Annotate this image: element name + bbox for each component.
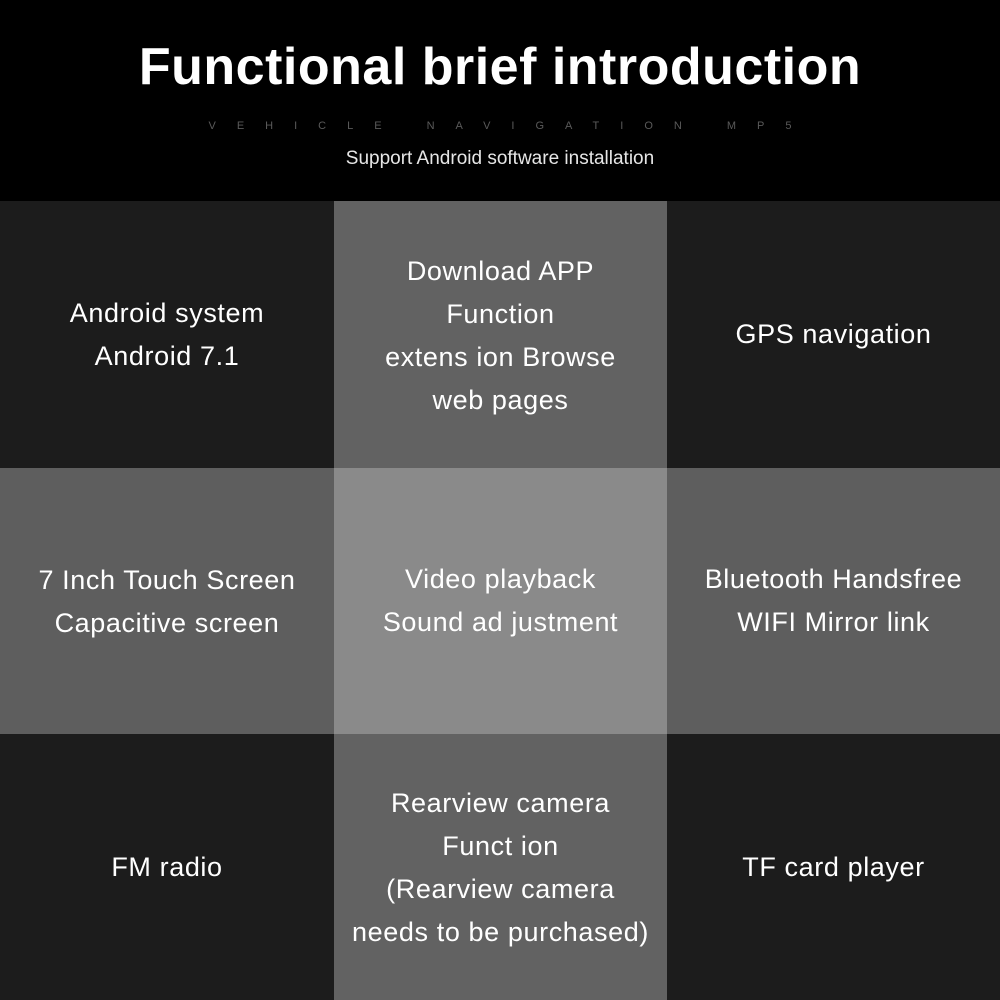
feature-cell-bluetooth: Bluetooth Handsfree WIFI Mirror link xyxy=(667,468,1000,734)
feature-label: Video playback Sound ad justment xyxy=(382,564,619,637)
feature-cell-gps-navigation: GPS navigation xyxy=(667,201,1000,468)
feature-cell-video-playback: Video playback Sound ad justment xyxy=(334,468,667,734)
feature-label: FM radio xyxy=(111,851,223,882)
feature-label: 7 Inch Touch Screen Capacitive screen xyxy=(38,565,296,638)
feature-label: Bluetooth Handsfree WIFI Mirror link xyxy=(704,564,963,637)
feature-cell-android-system: Android system Android 7.1 xyxy=(0,201,334,468)
feature-grid: Android system Android 7.1 Download APP … xyxy=(0,201,1000,1000)
subtitle: Support Android software installation xyxy=(345,148,655,169)
page-title: Functional brief introduction xyxy=(138,38,862,96)
feature-cell-fm-radio: FM radio xyxy=(0,734,334,1000)
feature-cell-download-app: Download APP Function extens ion Browse … xyxy=(334,201,667,468)
tagline: VEHICLE NAVIGATION MP5 xyxy=(208,120,813,132)
feature-label: GPS navigation xyxy=(735,319,932,349)
feature-label: TF card player xyxy=(742,851,925,882)
feature-label: Download APP Function extens ion Browse … xyxy=(385,255,616,415)
feature-cell-rearview-camera: Rearview camera Funct ion (Rearview came… xyxy=(334,734,667,1000)
header: Functional brief introduction VEHICLE NA… xyxy=(0,0,1000,201)
feature-label: Android system Android 7.1 xyxy=(69,297,265,371)
feature-cell-touch-screen: 7 Inch Touch Screen Capacitive screen xyxy=(0,468,334,734)
feature-cell-tf-card: TF card player xyxy=(667,734,1000,1000)
feature-label: Rearview camera Funct ion (Rearview came… xyxy=(352,788,649,947)
